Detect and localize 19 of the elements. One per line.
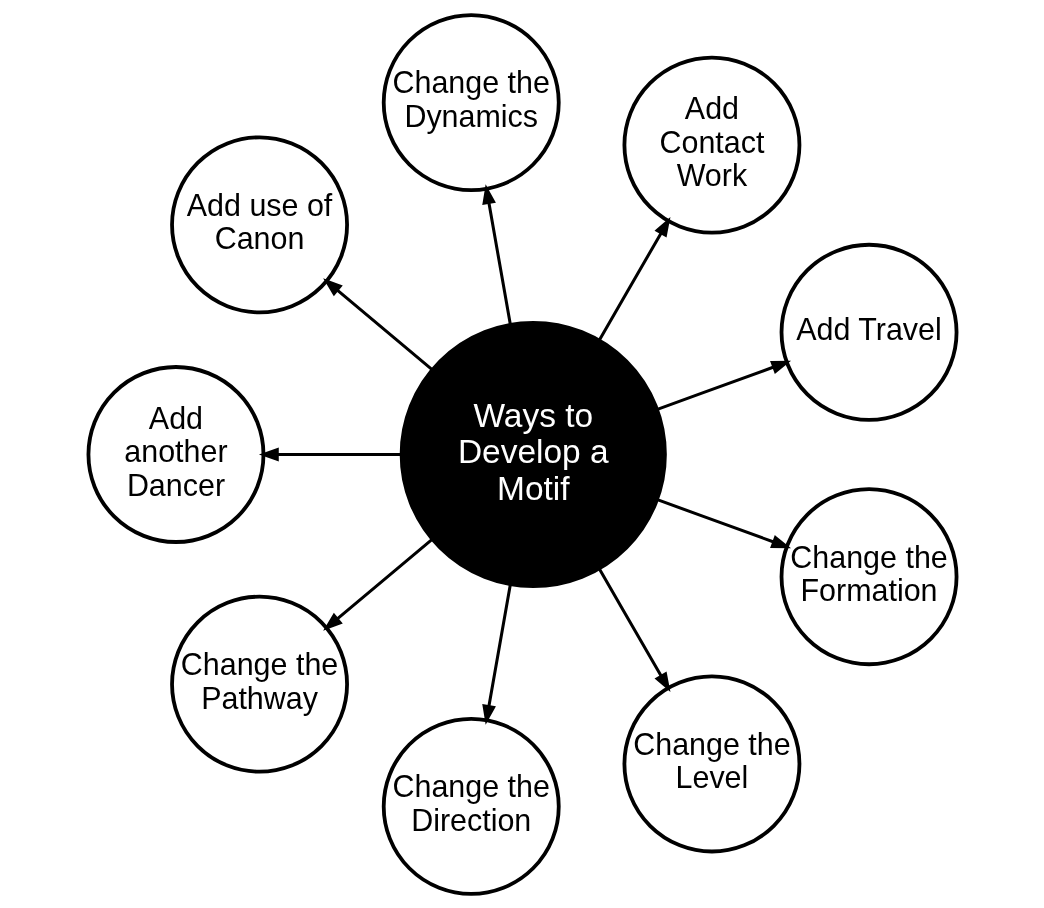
node-circle: Add use of Canon <box>169 134 349 314</box>
node-circle: Change the Pathway <box>169 594 349 774</box>
node-circle: Change the Direction <box>381 716 561 896</box>
node-circle: Add another Dancer <box>86 364 265 544</box>
arrow <box>597 567 670 692</box>
arrow <box>656 360 791 411</box>
node-circle: Ways to Develop a Motif <box>399 320 667 588</box>
node-circle: Add Contact Work <box>622 55 801 234</box>
arrow <box>656 497 791 548</box>
arrow <box>322 277 433 371</box>
node-circle: Change the Level <box>622 674 801 853</box>
arrow <box>481 583 512 725</box>
arrow <box>258 447 401 461</box>
arrow <box>481 183 512 325</box>
arrow <box>597 216 670 341</box>
node-circle: Change the Formation <box>779 486 958 666</box>
node-circle: Change the Dynamics <box>381 12 561 192</box>
arrow <box>322 537 433 631</box>
node-circle: Add Travel <box>779 242 958 422</box>
